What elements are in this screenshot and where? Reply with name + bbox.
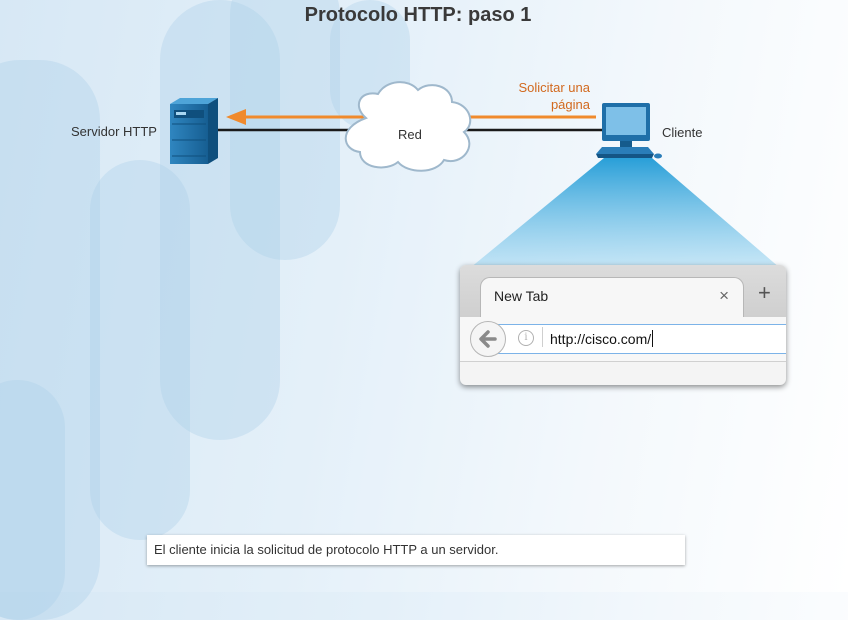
url-text-wrap: http://cisco.com/ <box>550 330 654 347</box>
background-stripe <box>90 160 190 540</box>
server-icon <box>170 98 218 164</box>
info-icon[interactable]: i <box>518 330 534 346</box>
request-arrow-head <box>226 109 246 125</box>
page-title: Protocolo HTTP: paso 1 <box>304 4 532 26</box>
back-button[interactable] <box>470 321 506 357</box>
browser-toolbar: i http://cisco.com/ <box>460 317 786 362</box>
server-label: Servidor HTTP <box>71 124 157 139</box>
network-diagram <box>170 81 780 268</box>
url-input[interactable]: http://cisco.com/ <box>550 331 652 347</box>
request-label: Solicitar una página <box>490 79 590 113</box>
back-arrow-icon <box>479 330 497 348</box>
projection-beam <box>470 158 780 268</box>
new-tab-button[interactable]: + <box>758 280 771 305</box>
network-cloud-icon <box>344 81 472 172</box>
background-stripe <box>0 380 65 620</box>
network-label: Red <box>398 127 422 142</box>
tab-label: New Tab <box>494 288 549 304</box>
request-label-line2: página <box>550 97 590 112</box>
background-stripe <box>160 0 280 440</box>
client-computer-icon <box>596 103 662 159</box>
caption-box: El cliente inicia la solicitud de protoc… <box>147 535 685 565</box>
client-label: Cliente <box>662 125 703 140</box>
request-label-line1: Solicitar una <box>518 80 590 95</box>
browser-tab-strip: New Tab × + <box>460 265 786 318</box>
background-stripe <box>0 60 100 620</box>
browser-window: New Tab × + i http://cisco.com/ <box>460 265 786 385</box>
address-bar[interactable] <box>490 324 786 354</box>
text-caret <box>652 330 654 347</box>
close-tab-icon[interactable]: × <box>719 286 729 305</box>
browser-tab[interactable]: New Tab × <box>480 277 744 318</box>
address-separator <box>542 327 543 347</box>
